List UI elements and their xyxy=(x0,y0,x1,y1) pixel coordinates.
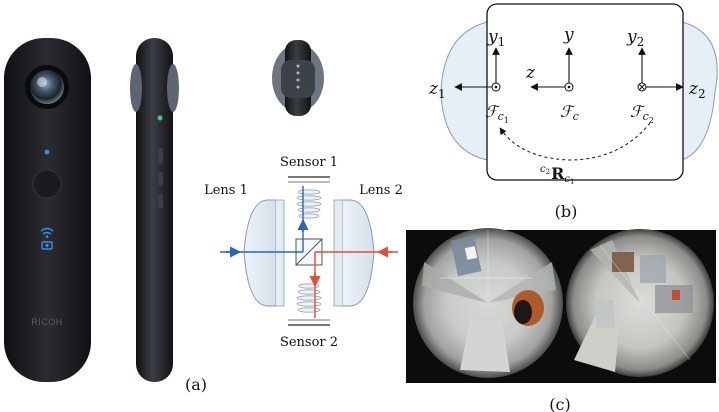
camera-front-body xyxy=(4,38,91,382)
rotation-arc xyxy=(499,122,651,161)
label-y2: y2 xyxy=(626,27,644,49)
camera-side-view xyxy=(130,38,179,382)
panel-c: (c) xyxy=(406,228,716,412)
bottom-lens-stack xyxy=(296,283,322,313)
lens-1-shell xyxy=(243,199,277,307)
lens-2-label: Lens 2 xyxy=(359,183,403,198)
caption-a: (a) xyxy=(185,375,207,394)
lens-2-shell xyxy=(341,199,375,307)
top-lens-stack xyxy=(296,189,322,219)
fisheye-right xyxy=(566,229,714,377)
side-lens-right-icon xyxy=(167,64,179,112)
shutter-button-icon xyxy=(32,169,62,199)
camera-front-view: RICOH xyxy=(4,38,91,382)
label-y1: y1 xyxy=(487,27,505,49)
lens-glint xyxy=(37,77,47,87)
panel-b: y1 y y2 z z1 z2 ℱc1 ℱc ℱc2 c2Rc1 (b) xyxy=(428,3,718,221)
camera-top-view xyxy=(272,40,324,116)
camera-frame-box xyxy=(486,3,684,181)
wifi-icon xyxy=(40,227,54,235)
sensor-1-label: Sensor 1 xyxy=(280,155,338,170)
label-frame-c2: ℱc2 xyxy=(630,102,654,125)
status-led-icon xyxy=(44,149,50,155)
lens-1-bulge xyxy=(440,21,488,161)
side-button-icon xyxy=(158,172,163,186)
label-y: y xyxy=(563,25,574,45)
side-lens-left-icon xyxy=(130,64,142,112)
sensor-2-label: Sensor 2 xyxy=(280,335,338,350)
fisheye-left xyxy=(413,228,563,378)
label-z2: z2 xyxy=(688,79,706,101)
lens-2-bulge xyxy=(681,21,718,161)
wifi-dot-icon xyxy=(45,235,49,238)
caption-c: (c) xyxy=(549,395,570,412)
label-frame-c1: ℱc1 xyxy=(485,102,509,125)
camera-side-body xyxy=(136,38,173,382)
brand-label: RICOH xyxy=(31,317,63,327)
label-frame-c: ℱc xyxy=(560,102,579,123)
label-z1: z1 xyxy=(428,79,446,101)
label-z: z xyxy=(525,63,536,83)
lens-1-label: Lens 1 xyxy=(204,183,248,198)
front-lens-icon xyxy=(30,70,64,104)
caption-b: (b) xyxy=(555,202,578,221)
side-button-icon xyxy=(158,148,163,164)
camera-mode-icon xyxy=(41,241,53,250)
side-led-icon xyxy=(157,115,163,121)
optics-schematic: Sensor 1 Sensor 2 Lens 1 Lens 2 xyxy=(204,155,403,350)
side-button-icon xyxy=(158,194,163,208)
label-rotation: c2Rc1 xyxy=(540,164,574,186)
panel-a: RICOH Sensor 1 Sensor 2 Lens 1 xyxy=(4,38,403,394)
